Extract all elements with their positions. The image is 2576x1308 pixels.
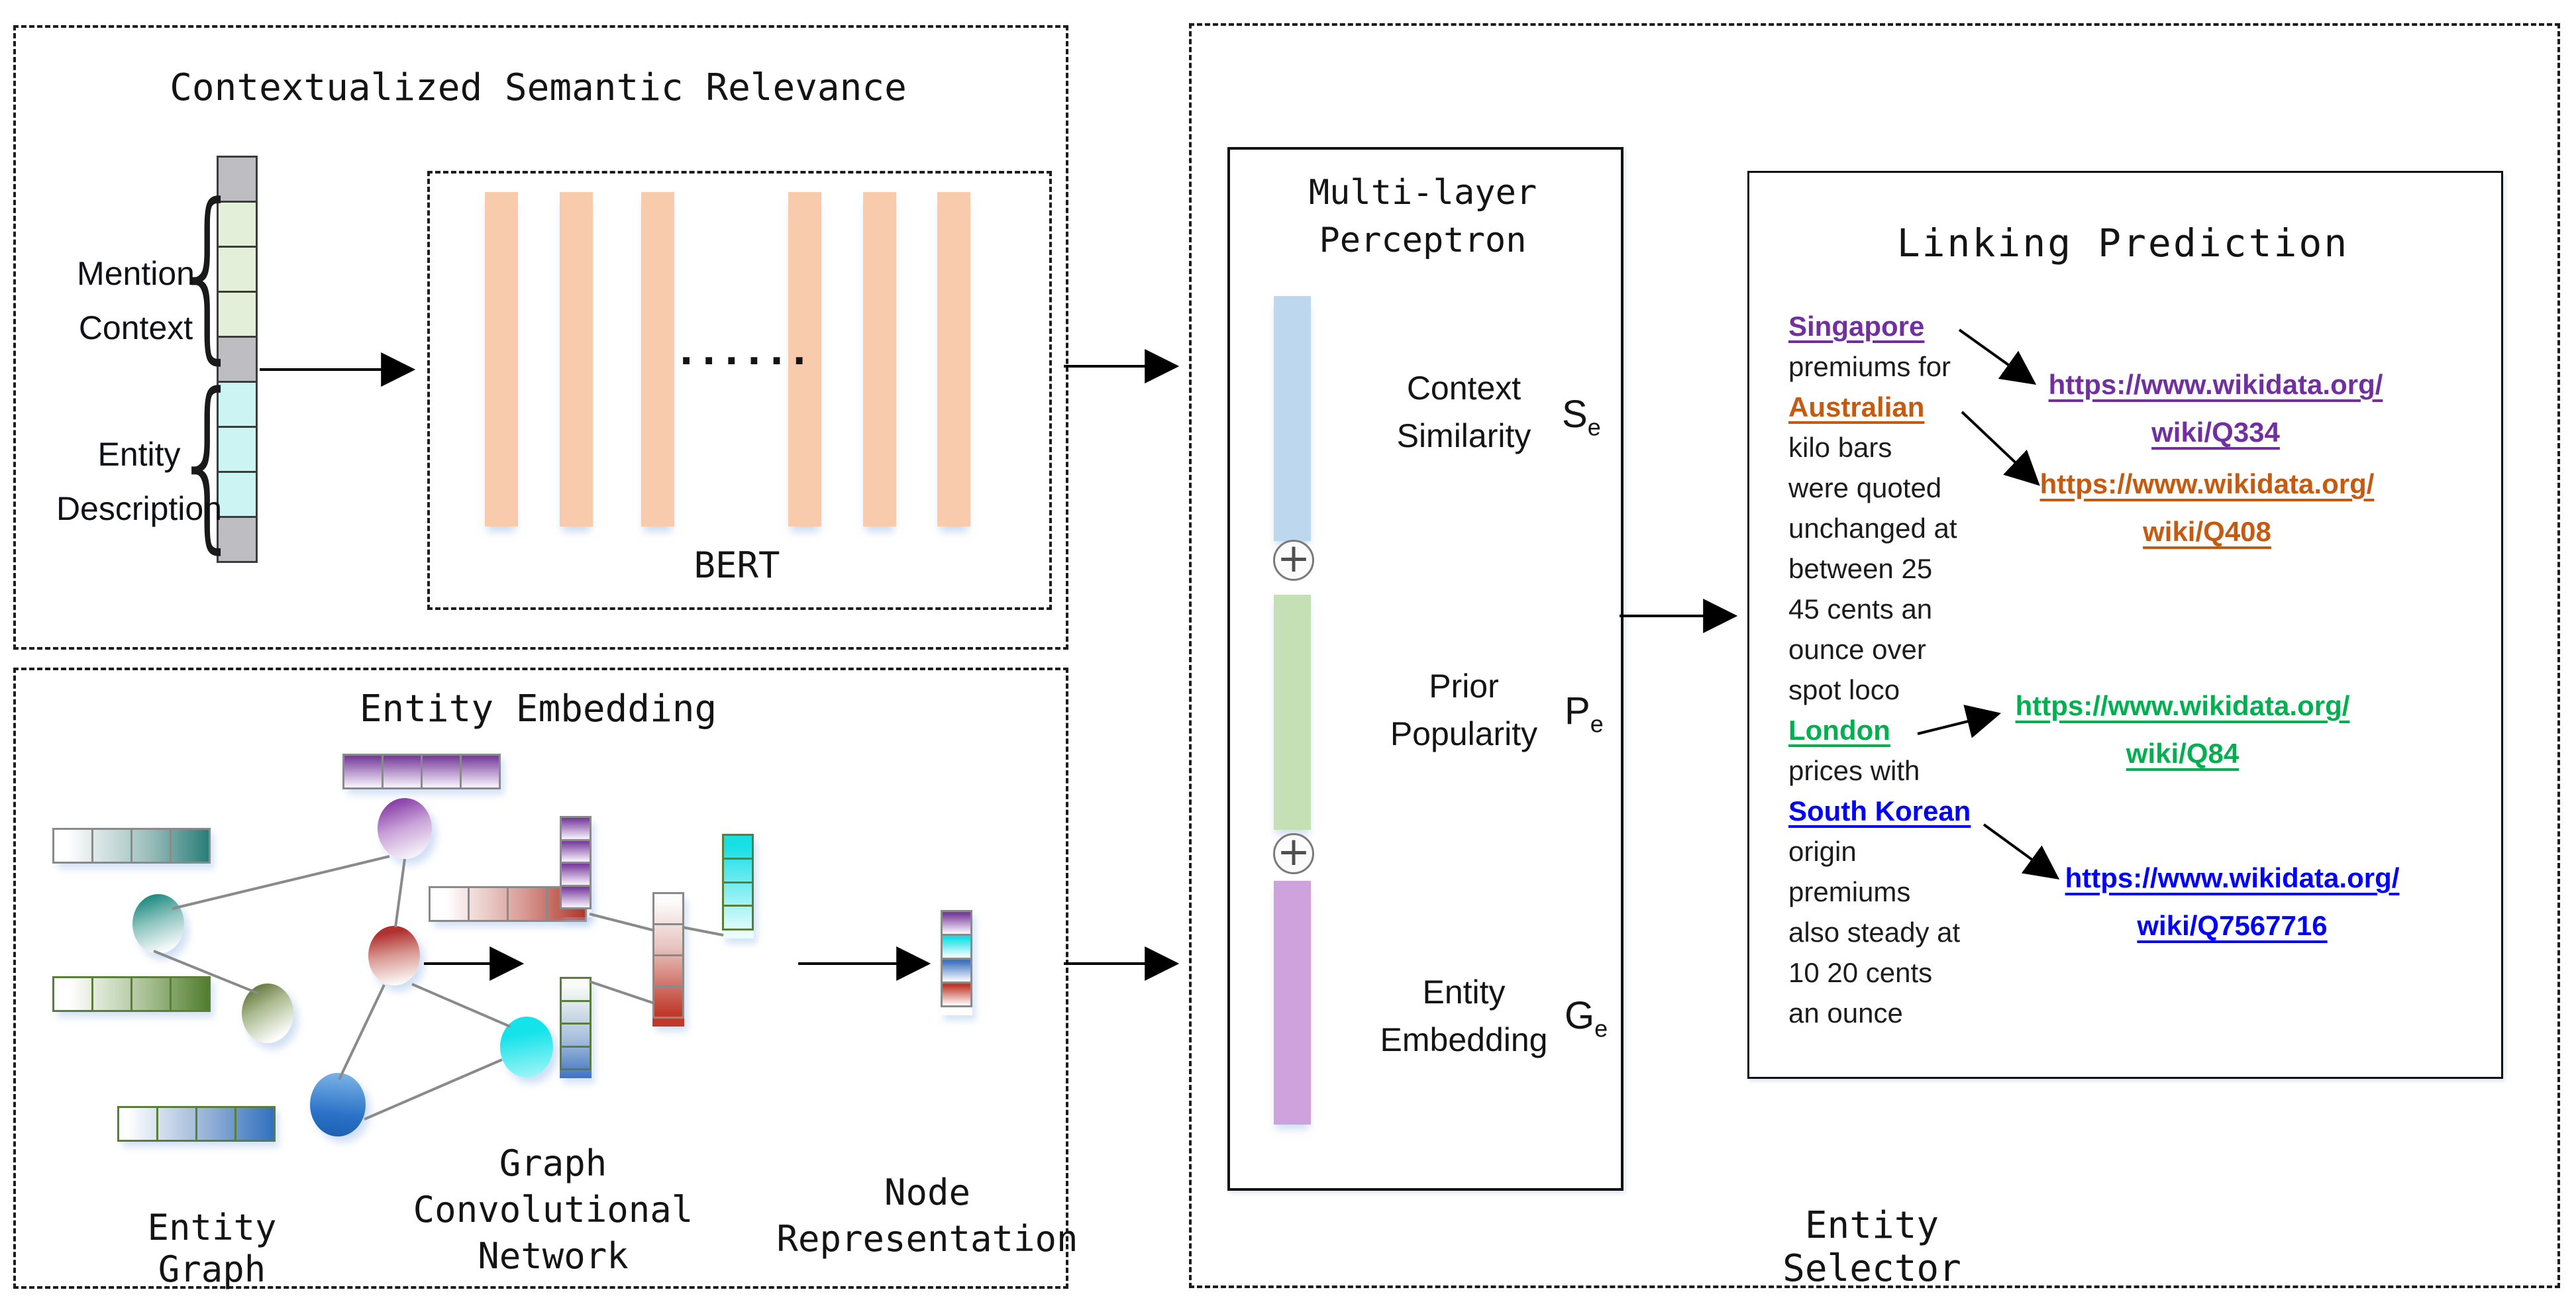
context-similarity-label: Context Similarity [1396, 370, 1531, 454]
entity-description-label: Entity Description [56, 436, 223, 527]
bert-label: BERT [694, 544, 780, 586]
bert-bar [560, 192, 593, 527]
token-cell-context [217, 201, 258, 248]
embedding-vector-teal [52, 828, 211, 864]
graph-node-cyan [500, 1017, 553, 1078]
gcn-label: Graph Convolutional Network [413, 1142, 694, 1277]
paragraph-line: were quoted [1788, 472, 1942, 503]
contextual-box-title: Contextualized Semantic Relevance [170, 66, 907, 109]
prior-popularity-bar [1274, 595, 1311, 830]
graph-node-teal [132, 894, 184, 954]
paragraph-line: between 25 [1788, 553, 1933, 584]
entity-embedding-box [13, 668, 1068, 1289]
token-cell-description [217, 426, 258, 473]
mention-context-label: Mention Context [77, 255, 195, 346]
entity-selector-box [1189, 23, 2560, 1288]
paragraph-line: unchanged at [1788, 513, 1957, 544]
graph-node-red [368, 926, 420, 985]
linking-prediction-title: Linking Prediction [1896, 221, 2349, 266]
wikidata-link-q408[interactable]: https://www.wikidata.org/ wiki/Q408 [2039, 468, 2375, 547]
entity-graph-label: Entity Graph [147, 1207, 277, 1290]
gcn-vector-greenblue [560, 977, 592, 1078]
plus-circle-icon: + [1273, 832, 1314, 874]
mention-australian[interactable]: Australian [1788, 391, 1925, 423]
graph-node-olive [242, 983, 293, 1043]
bert-bar [485, 192, 518, 527]
gcn-vector-purple [560, 816, 592, 917]
token-cell-context [217, 291, 258, 338]
wikidata-link-q334[interactable]: https://www.wikidata.org/ wiki/Q334 [2048, 369, 2383, 448]
token-sequence [217, 156, 258, 563]
paragraph-line: premiums for [1788, 351, 1951, 382]
paragraph-line: kilo bars [1788, 432, 1892, 463]
graph-node-purple [378, 798, 432, 859]
paragraph-line: 45 cents an [1788, 593, 1933, 625]
gcn-vector-cyan [722, 834, 754, 938]
wikidata-link-q84[interactable]: https://www.wikidata.org/ wiki/Q84 [2015, 690, 2350, 769]
paragraph-line: origin [1788, 836, 1857, 867]
entity-embedding-bar [1274, 881, 1311, 1125]
linking-prediction-box [1747, 171, 2503, 1079]
bert-bar [641, 192, 674, 527]
paragraph-line: spot loco [1788, 674, 1900, 705]
bert-bar [788, 192, 821, 527]
entity-embedding-symbol: Ge [1565, 994, 1608, 1042]
node-representation-vector [941, 910, 972, 1015]
embedding-vector-blue [117, 1106, 276, 1142]
gcn-vector-red [652, 892, 684, 1027]
plus-circle-icon: + [1273, 538, 1314, 581]
paragraph-line: prices with [1788, 755, 1920, 786]
prior-popularity-label: Prior Popularity [1390, 668, 1538, 752]
paragraph-line: an ounce [1788, 997, 1903, 1029]
mention-london[interactable]: London [1788, 715, 1890, 746]
mention-context-brace: { [172, 165, 244, 381]
bert-bar [863, 192, 896, 527]
context-similarity-bar [1274, 296, 1311, 541]
token-cell-description [217, 471, 258, 518]
wikidata-link-q7567716[interactable]: https://www.wikidata.org/ wiki/Q7567716 [2065, 862, 2400, 941]
paragraph-line: also steady at [1788, 917, 1961, 948]
paragraph-line: 10 20 cents [1788, 957, 1933, 988]
entity-selector-label: Entity Selector [1782, 1204, 1961, 1290]
source-sentence: Singapore premiums for Australian kilo b… [1788, 306, 2073, 1033]
mention-singapore[interactable]: Singapore [1788, 311, 1925, 342]
graph-node-blue [310, 1073, 366, 1136]
context-similarity-symbol: Se [1562, 393, 1601, 441]
contextual-semantic-relevance-box [13, 25, 1068, 650]
bert-box [427, 171, 1052, 610]
embedding-vector-green [52, 976, 211, 1012]
entity-description-brace: { [172, 354, 244, 570]
paragraph-line: premiums [1788, 876, 1911, 907]
embedding-vector-purple [342, 754, 501, 789]
paragraph-line: ounce over [1788, 634, 1926, 665]
embedding-box-title: Entity Embedding [359, 687, 717, 730]
token-cell-description [217, 381, 258, 428]
prior-popularity-symbol: Pe [1565, 689, 1604, 738]
token-cell-sep [217, 516, 258, 563]
entity-embedding-label: Entity Embedding [1380, 974, 1548, 1058]
token-cell-sep [217, 156, 258, 203]
bert-bar [937, 192, 970, 527]
ellipsis-dots: ...... [674, 328, 811, 374]
node-representation-label: Node Representation [776, 1172, 1078, 1260]
mlp-title: Multi-layer Perceptron [1308, 173, 1537, 260]
mention-south-korean[interactable]: South Korean [1788, 795, 1971, 827]
token-cell-sep [217, 336, 258, 383]
